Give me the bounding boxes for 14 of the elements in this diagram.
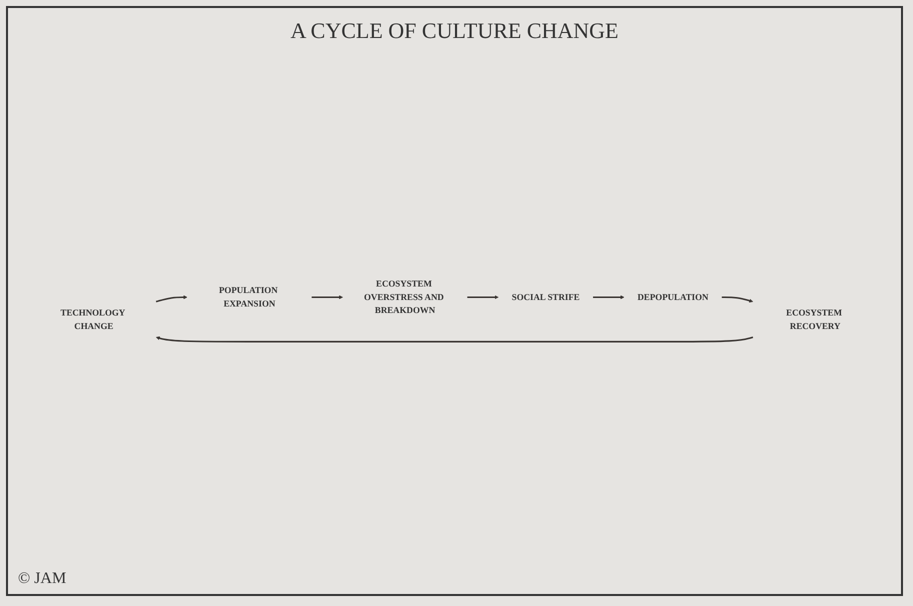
arrow <box>593 295 624 300</box>
node-text: POPULATION EXPANSION <box>219 286 278 309</box>
diagram-title: A CYCLE OF CULTURE CHANGE <box>290 18 620 44</box>
arrow <box>312 295 343 300</box>
arrow <box>156 295 188 302</box>
node-text: SOCIAL STRIFE <box>512 292 580 302</box>
arrow <box>156 336 754 342</box>
arrow <box>722 296 754 302</box>
node-text: ECOSYSTEM RECOVERY <box>786 308 842 331</box>
node-text: DEPOPULATION <box>638 292 708 302</box>
node-text: TECHNOLOGY CHANGE <box>60 308 125 331</box>
arrow <box>467 295 499 300</box>
copyright-note: © JAM <box>18 570 66 587</box>
node-text: ECOSYSTEM OVERSTRESS AND BREAKDOWN <box>364 278 444 316</box>
